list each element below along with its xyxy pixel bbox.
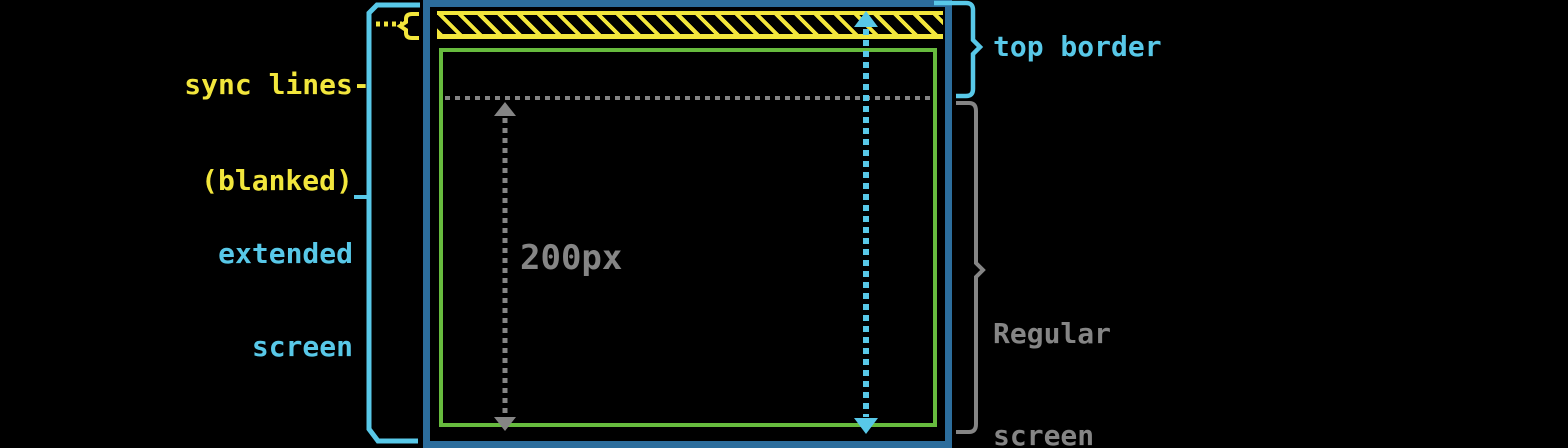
height-measurement-label: 200px — [520, 238, 623, 278]
extended-screen-label-line1: extended — [218, 237, 353, 270]
regular-screen-label-line2: screen — [993, 419, 1095, 448]
sync-lines-brace — [396, 12, 419, 40]
sync-lines-label-line1: sync lines- — [184, 68, 370, 101]
regular-screen-rect — [439, 48, 937, 427]
regular-screen-brace — [956, 101, 986, 434]
top-border-brace — [934, 0, 984, 99]
top-border-label: top border — [993, 30, 1162, 63]
extended-screen-height-arrow — [854, 11, 878, 434]
regular-screen-label: Regular screen — [993, 249, 1111, 448]
extended-screen-label: extended screen — [97, 176, 353, 424]
extended-screen-label-line2: screen — [251, 330, 353, 363]
measurement-arrow-200px — [494, 102, 516, 431]
sync-lines-label-line2: (blanked) — [201, 164, 353, 197]
extended-screen-bracket — [366, 2, 420, 444]
sync-lines-label: sync lines- (blanked) — [97, 5, 457, 261]
regular-screen-label-line1: Regular — [993, 317, 1112, 350]
